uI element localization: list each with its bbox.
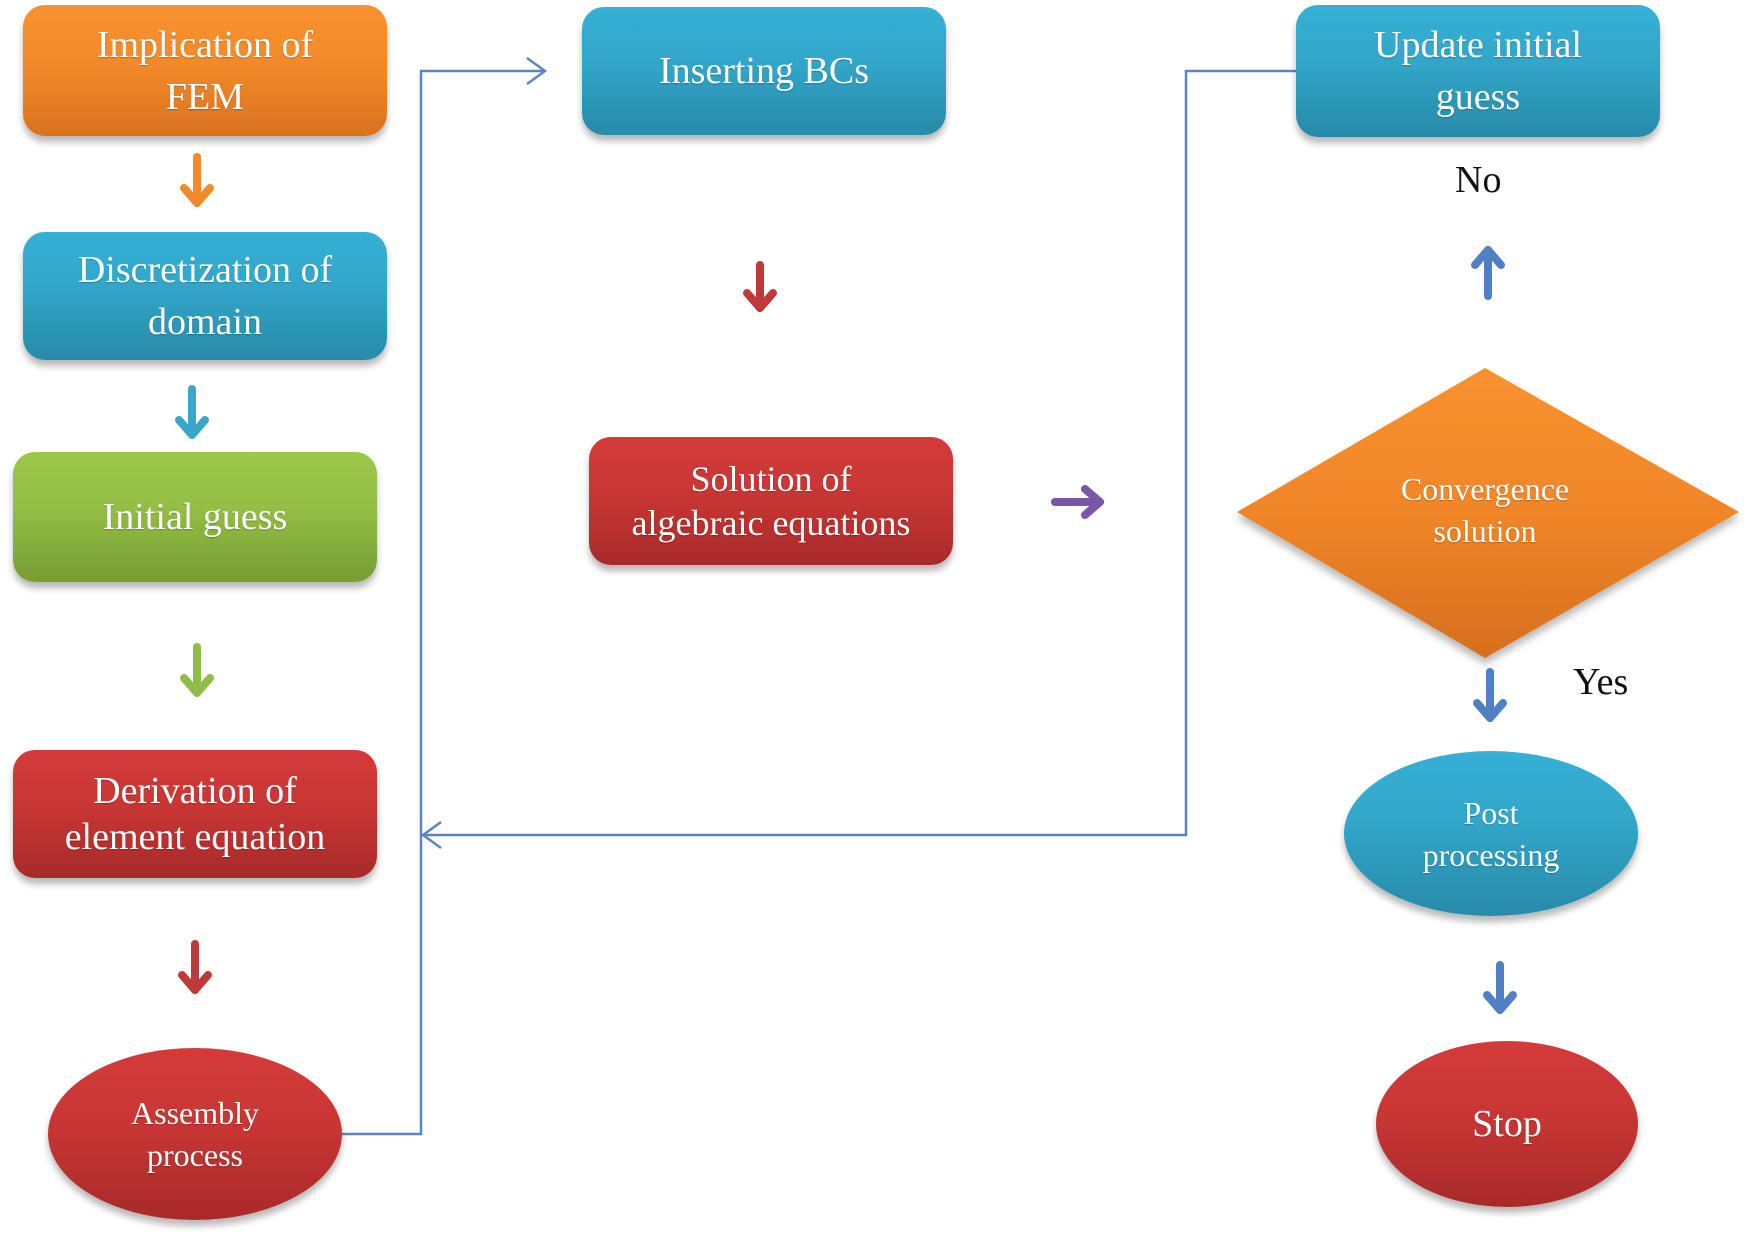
arrow-down-icon — [743, 261, 777, 312]
arrow-down-icon — [1483, 961, 1517, 1014]
arrow-down-icon — [175, 385, 209, 439]
node-implication-of-fem: Implication of FEM — [23, 5, 387, 136]
arrow-down-icon — [180, 153, 214, 207]
node-label: Stop — [1472, 1103, 1542, 1145]
node-label: Initial guess — [102, 496, 288, 538]
node-label: Inserting BCs — [658, 50, 870, 92]
node-stop: Stop — [1376, 1041, 1638, 1207]
node-discretization-of-domain: Discretization of domain — [23, 232, 387, 360]
arrow-right-icon — [1051, 485, 1104, 519]
arrow-down-icon — [178, 940, 212, 994]
arrow-down-icon — [1473, 668, 1507, 722]
node-update-initial-guess: Update initial guess — [1296, 5, 1660, 137]
node-label: Implication of FEM — [96, 23, 314, 118]
connector-arrowhead-inserting-bcs — [526, 56, 548, 86]
node-label: Discretization of domain — [77, 249, 333, 343]
decision-diamond-convergence — [1237, 368, 1739, 658]
edge-label-no: No — [1455, 159, 1502, 201]
connector-arrowhead-derivation — [420, 820, 442, 850]
node-solution-of-algebraic-equations: Solution of algebraic equations — [589, 437, 953, 565]
node-label: Assembly process — [131, 1095, 259, 1173]
decision-label-convergence: Convergence solution — [1330, 460, 1640, 560]
node-inserting-bcs: Inserting BCs — [582, 7, 946, 135]
node-label: Update initial guess — [1374, 24, 1582, 118]
arrow-down-icon — [180, 643, 214, 697]
node-assembly-process: Assembly process — [48, 1048, 342, 1220]
edge-label-yes: Yes — [1573, 661, 1629, 703]
node-label: Post processing — [1422, 794, 1560, 873]
arrow-up-icon — [1471, 246, 1505, 300]
node-derivation-of-element-equation: Derivation of element equation — [13, 750, 377, 878]
connector-update-to-derivation — [423, 69, 1296, 837]
connector-assembly-to-inserting-bcs — [342, 69, 545, 1136]
node-label: Solution of algebraic equations — [631, 459, 911, 543]
node-initial-guess: Initial guess — [13, 452, 377, 582]
node-post-processing: Post processing — [1344, 751, 1638, 916]
node-label: Convergence solution — [1400, 471, 1570, 549]
node-label: Derivation of element equation — [64, 770, 326, 858]
